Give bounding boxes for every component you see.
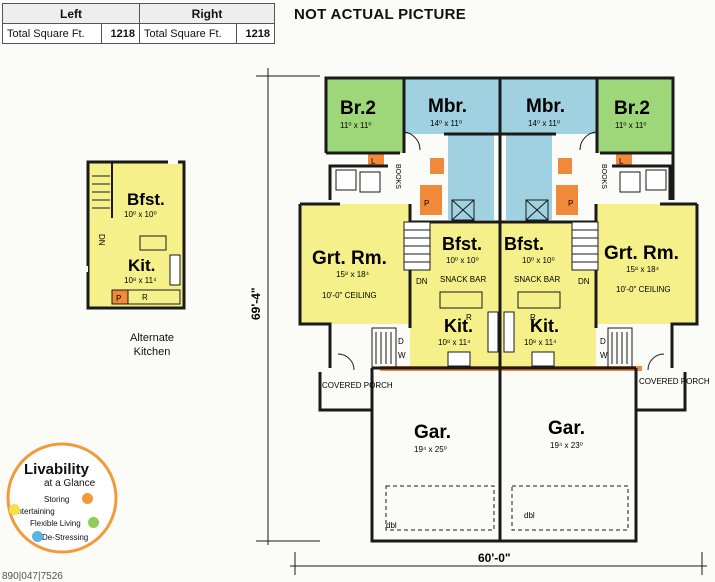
right-sqft-label: Total Square Ft. [138, 23, 238, 44]
right-porch-label: COVERED PORCH [639, 377, 710, 386]
right-dryer-label: D [600, 337, 606, 346]
left-mbr-dimension: 14⁰ x 11⁰ [430, 119, 462, 128]
right-dn-label: DN [578, 277, 590, 286]
plan-code: 890|047|7526 [2, 571, 63, 582]
right-grt-rm-label: Grt. Rm. [604, 243, 679, 264]
right-br2-label: Br.2 [614, 98, 650, 119]
room-fills [300, 78, 697, 371]
left-kit-label: Kit. [444, 316, 473, 336]
alternate-kitchen-plan: Bfst. 10⁰ x 10⁰ Kit. 10⁸ x 11⁴ DN P R [81, 158, 186, 310]
left-sqft-value: 1218 [100, 23, 141, 44]
left-grt-rm-dimension: 15⁸ x 18⁴ [336, 270, 370, 279]
right-mbr-label: Mbr. [526, 96, 565, 117]
interior-details [335, 131, 667, 531]
alt-dn-label: DN [97, 234, 106, 246]
left-kit-dimension: 10⁸ x 11⁴ [438, 338, 471, 347]
left-garage-dimension: 19⁴ x 25⁰ [414, 445, 447, 454]
right-header: Right [139, 3, 275, 24]
not-actual-picture-notice: NOT ACTUAL PICTURE [294, 6, 467, 23]
livability-item-storing: Storing [44, 495, 70, 504]
left-dryer-label: D [398, 337, 404, 346]
destressing-dot-icon [32, 531, 43, 542]
right-kit-dimension: 10⁸ x 11⁴ [524, 338, 557, 347]
left-mbr-label: Mbr. [428, 96, 467, 117]
right-sqft-value: 1218 [236, 23, 275, 44]
left-grt-rm-label: Grt. Rm. [312, 248, 387, 269]
right-kit-label: Kit. [530, 316, 559, 336]
left-header: Left [2, 3, 140, 24]
alt-bfst-label: Bfst. [127, 190, 165, 209]
left-linen-label: L [371, 157, 376, 166]
alt-kit-label: Kit. [128, 256, 155, 275]
alt-bfst-dimension: 10⁰ x 10⁰ [124, 210, 157, 219]
right-grt-rm-dimension: 15⁸ x 18⁴ [626, 265, 660, 274]
livability-badge: Livability at a Glance Storing Entertain… [4, 441, 120, 556]
flexible-dot-icon [88, 517, 99, 528]
storing-dot-icon [82, 493, 93, 504]
left-porch-label: COVERED PORCH [322, 381, 393, 390]
left-sqft-label: Total Square Ft. [2, 23, 102, 44]
left-br2-dimension: 11⁰ x 11⁰ [340, 121, 371, 130]
left-pantry-label: P [424, 199, 429, 208]
entertaining-dot-icon [9, 504, 20, 515]
left-bfst-dimension: 10⁰ x 10⁰ [446, 256, 479, 265]
right-ceiling-label: 10'-0" CEILING [616, 285, 671, 294]
dimension-lines [256, 68, 707, 575]
left-ceiling-label: 10'-0" CEILING [322, 291, 377, 300]
walls [298, 76, 699, 543]
alt-pantry-label: P [116, 294, 121, 303]
left-washer-label: W [398, 351, 406, 360]
right-dbl-mark: dbl [524, 511, 535, 520]
left-br2-label: Br.2 [340, 98, 376, 119]
alternate-caption-line1: Alternate [129, 332, 175, 344]
depth-dimension: 69'-4" [249, 287, 263, 320]
width-dimension: 60'-0" [478, 551, 511, 565]
left-garage-label: Gar. [414, 422, 451, 443]
left-dbl-mark: dbl [386, 521, 397, 530]
livability-subtitle: at a Glance [44, 478, 96, 489]
livability-item-entertaining: Entertaining [12, 507, 55, 516]
right-mbr-dimension: 14⁰ x 11⁰ [528, 119, 560, 128]
left-range-label: R [466, 313, 472, 322]
livability-item-flexible: Flexible Living [30, 519, 81, 528]
right-washer-label: W [600, 351, 608, 360]
left-dn-label: DN [416, 277, 428, 286]
right-garage-label: Gar. [548, 418, 585, 439]
alt-kit-dimension: 10⁸ x 11⁴ [124, 276, 157, 285]
livability-title: Livability [24, 461, 90, 478]
right-bfst-dimension: 10⁰ x 10⁰ [522, 256, 555, 265]
right-linen-label: L [619, 157, 624, 166]
right-range-label: R [530, 313, 536, 322]
alt-range-label: R [142, 293, 148, 302]
right-garage-dimension: 19⁴ x 23⁰ [550, 441, 583, 450]
left-bfst-label: Bfst. [442, 234, 482, 254]
right-books-label: BOOKS [600, 164, 607, 189]
right-pantry-label: P [568, 199, 573, 208]
left-books-label: BOOKS [394, 164, 401, 189]
room-labels: Br.2 11⁰ x 11⁰ Mbr. 14⁰ x 11⁰ Mbr. 14⁰ x… [312, 96, 710, 530]
square-footage-table: Left Right Total Square Ft. 1218 Total S… [2, 3, 275, 44]
alternate-kitchen-caption: Alternate Kitchen [112, 331, 192, 359]
right-snack-bar-label: SNACK BAR [514, 275, 560, 284]
right-bfst-label: Bfst. [504, 234, 544, 254]
right-br2-dimension: 11⁰ x 11⁰ [615, 121, 646, 130]
livability-item-destressing: De-Stressing [42, 533, 89, 542]
alternate-caption-line2: Kitchen [133, 346, 171, 358]
left-snack-bar-label: SNACK BAR [440, 275, 486, 284]
